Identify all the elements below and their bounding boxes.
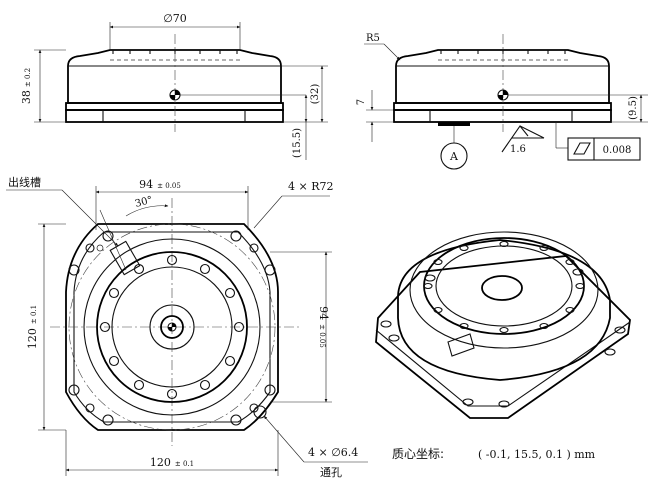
roughness-value: 1.6: [510, 144, 526, 155]
front-view: ∅70 38± 0.2 (32) (15.5): [20, 12, 328, 160]
dim-inner-height: 94± 0.05: [317, 306, 330, 348]
dim-outer-width: 120± 0.1: [150, 456, 194, 469]
dim-front-diameter: ∅70: [163, 12, 187, 25]
isometric-view: [375, 231, 631, 419]
top-view: 94± 0.05 30° 出线槽 4 × R72 120± 0.1 94± 0.…: [6, 175, 368, 479]
dim-side-ref-9-5: (9.5): [628, 96, 639, 120]
com-label: 质心坐标:: [392, 447, 444, 461]
side-view: R5 7 (9.5) A 1.6 0.008: [356, 33, 648, 170]
dim-corner-radius: 4 × R72: [288, 180, 334, 193]
dim-front-ref-32: (32): [310, 84, 321, 105]
holes-note: 通孔: [320, 466, 342, 479]
datum-label: A: [449, 150, 459, 163]
dim-angle: 30°: [134, 195, 154, 210]
dim-side-radius: R5: [366, 33, 380, 44]
dim-side-step: 7: [356, 99, 367, 105]
cable-slot-label: 出线槽: [8, 175, 41, 189]
dim-top-width: 94± 0.05: [139, 178, 181, 191]
dim-holes: 4 × ∅6.4: [308, 446, 358, 459]
dim-outer-height: 120± 0.1: [26, 305, 39, 349]
center-of-mass-note: 质心坐标: ( -0.1, 15.5, 0.1 ) mm: [392, 447, 596, 461]
dim-front-height: 38± 0.2: [20, 68, 33, 104]
dim-front-ref-15-5: (15.5): [292, 128, 303, 158]
flatness-value: 0.008: [603, 145, 632, 156]
com-value: ( -0.1, 15.5, 0.1 ) mm: [478, 448, 596, 461]
